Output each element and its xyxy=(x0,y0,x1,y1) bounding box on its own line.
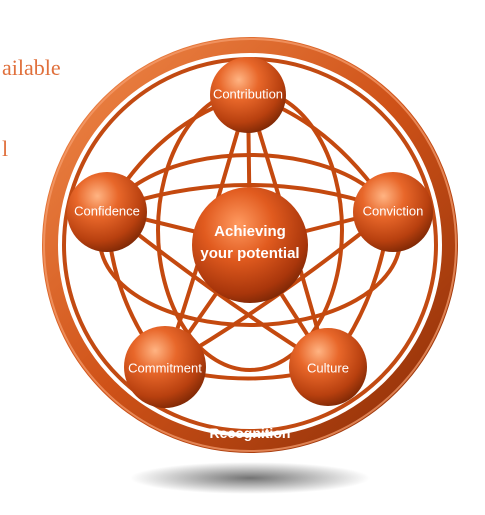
node-center: Achieving your potential xyxy=(192,187,308,303)
corner-text: ailable l xyxy=(0,0,61,189)
node-contribution: Contribution xyxy=(210,57,286,133)
node-label-commitment: Commitment xyxy=(128,360,202,375)
outer-ring xyxy=(42,37,458,453)
node-label-contribution: Contribution xyxy=(213,86,283,101)
ring-label-recognition: Recognition xyxy=(210,425,291,441)
ground-shadow xyxy=(130,462,370,494)
node-label-culture: Culture xyxy=(307,360,349,375)
outer-ring-highlight xyxy=(43,38,457,452)
node-label-conviction: Conviction xyxy=(363,203,424,218)
node-commitment: Commitment xyxy=(124,326,206,408)
node-culture: Culture xyxy=(289,328,367,406)
corner-text-line-2: l xyxy=(2,136,9,161)
node-confidence: Confidence xyxy=(67,172,147,252)
node-label-confidence: Confidence xyxy=(74,203,140,218)
center-label-line-2: your potential xyxy=(200,245,299,262)
node-conviction: Conviction xyxy=(353,172,433,252)
corner-text-line-1: ailable xyxy=(2,55,61,80)
center-label-line-1: Achieving xyxy=(214,223,286,240)
